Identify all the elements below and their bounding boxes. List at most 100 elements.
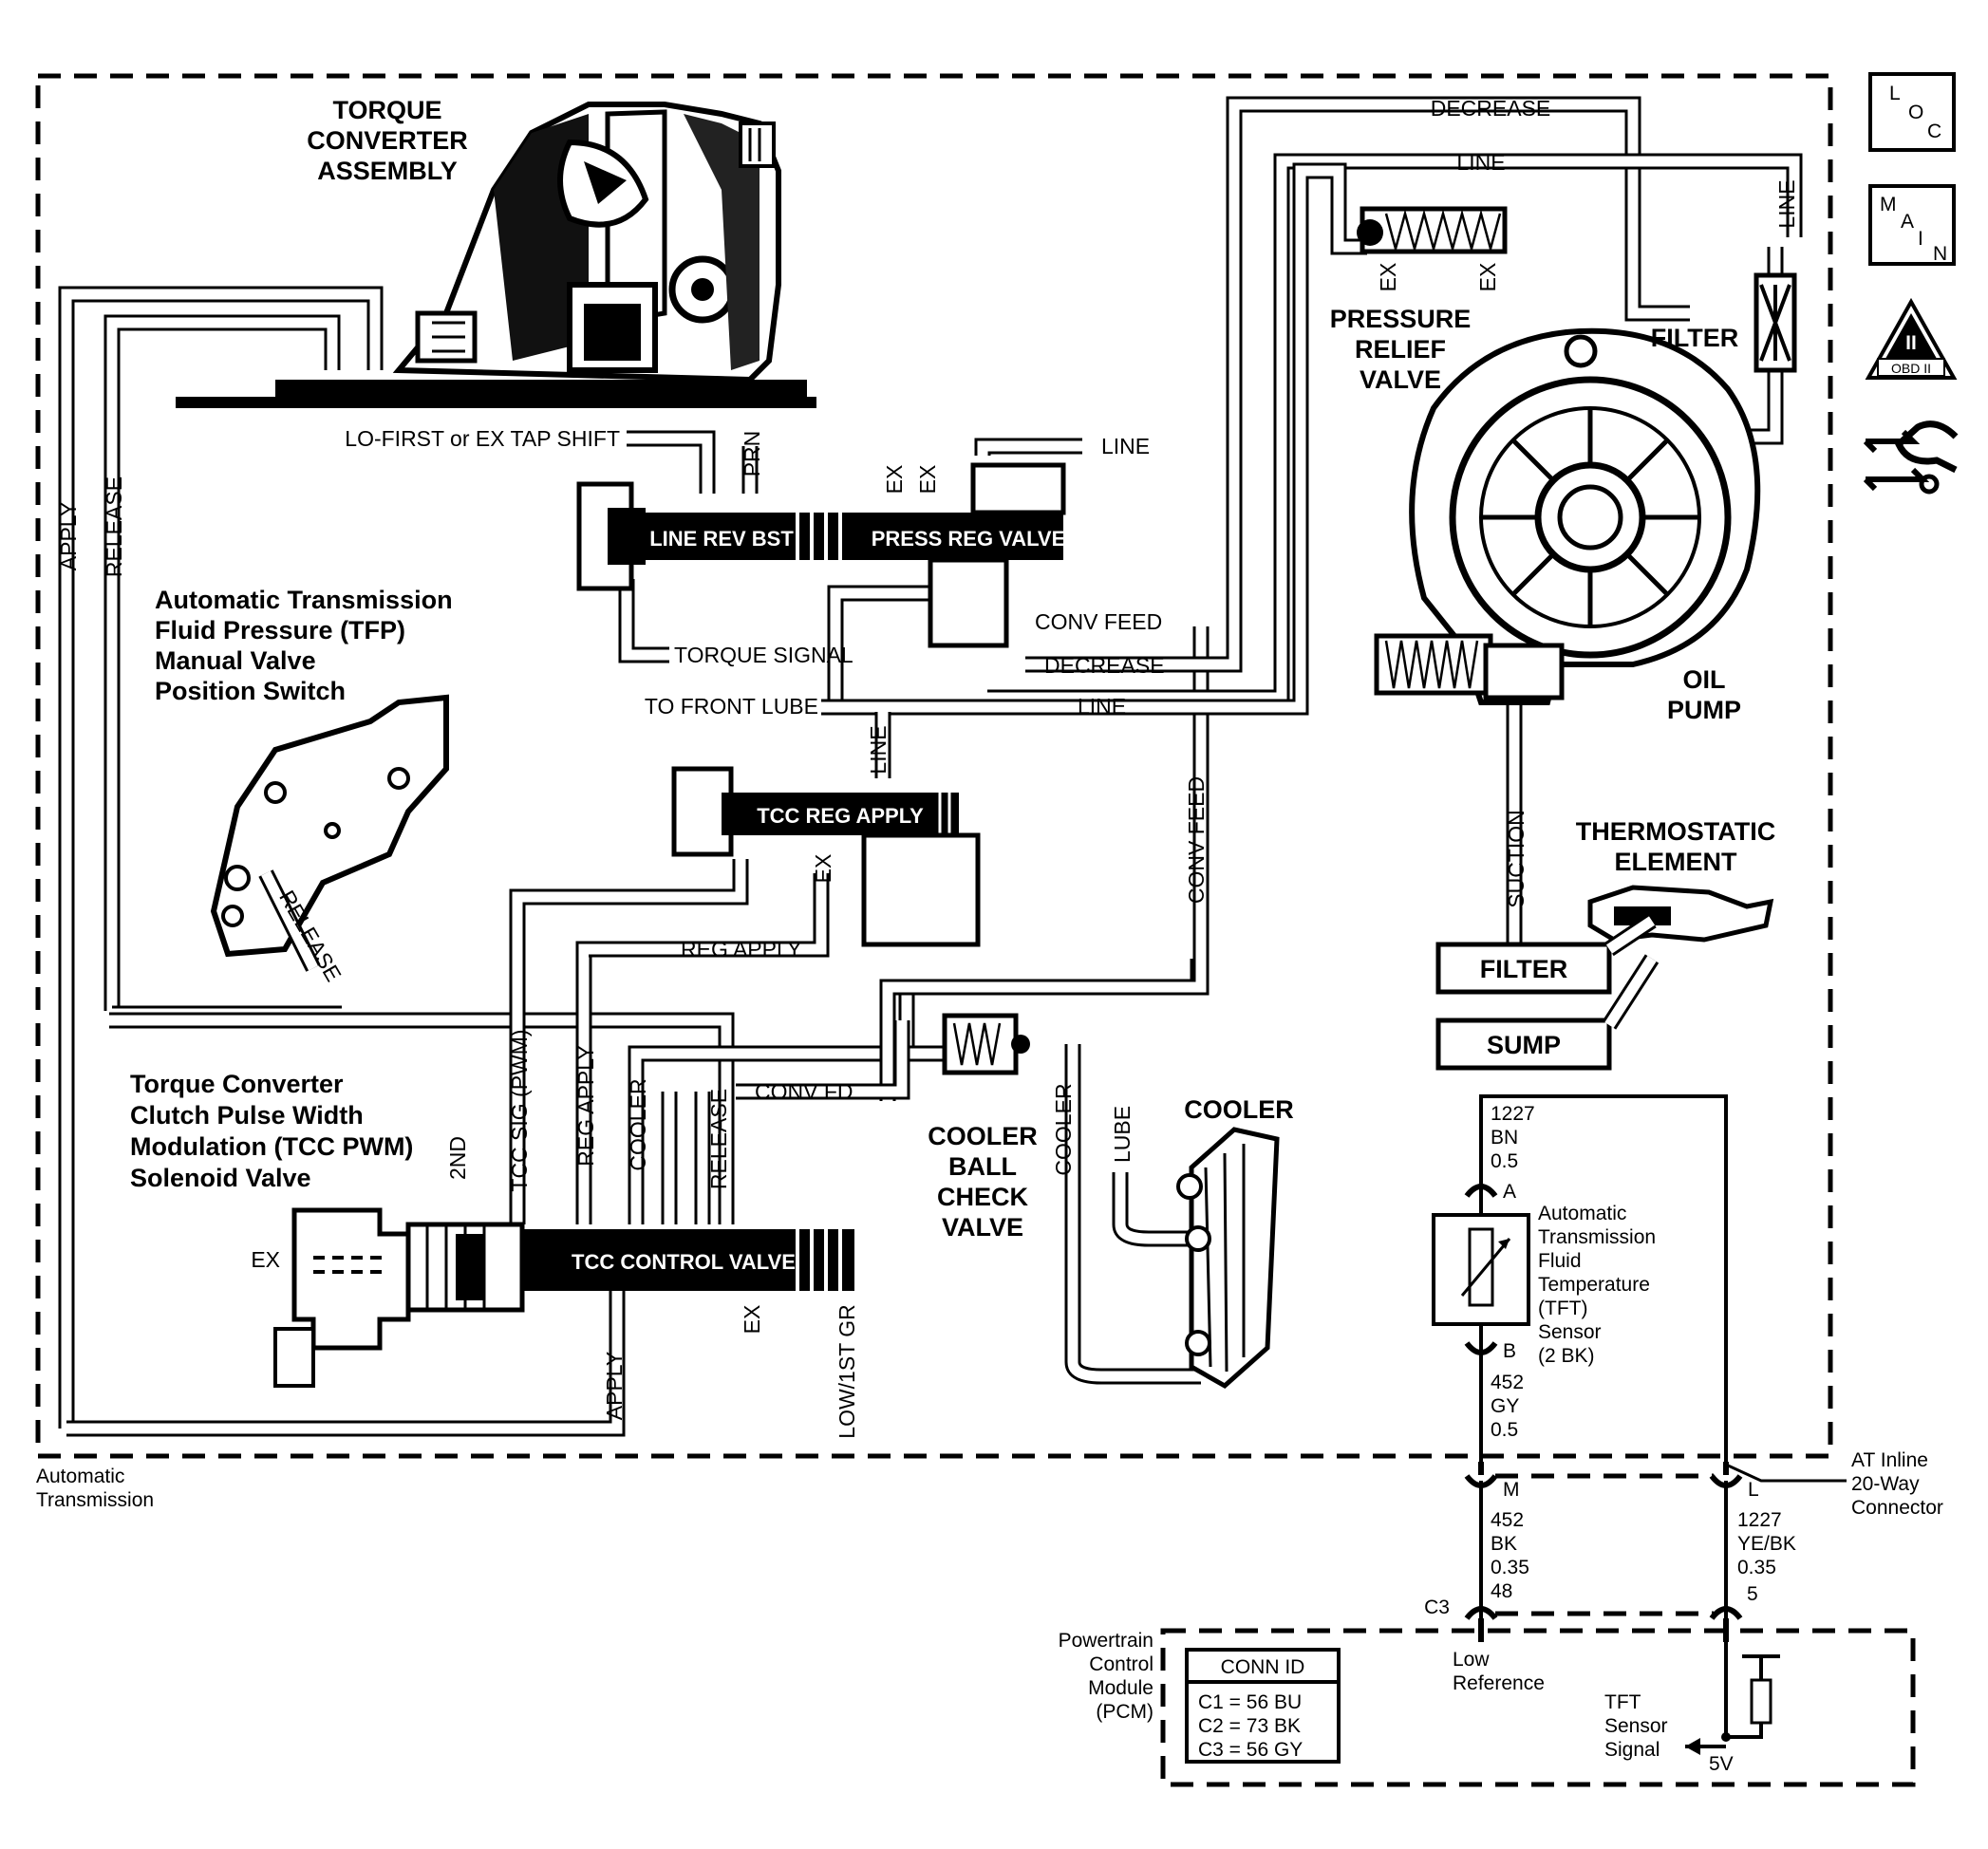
svg-text:A: A bbox=[1503, 1181, 1516, 1203]
svg-text:LUBE: LUBE bbox=[1110, 1106, 1135, 1163]
svg-text:C2 = 73 BK: C2 = 73 BK bbox=[1198, 1715, 1301, 1737]
svg-text:LINE: LINE bbox=[1078, 694, 1126, 719]
line-filter: FILTER bbox=[1651, 272, 1797, 373]
main-icon[interactable]: M A I N bbox=[1868, 184, 1956, 266]
svg-text:PRESS REG VALVE: PRESS REG VALVE bbox=[872, 527, 1066, 551]
tft-sensor-circuit bbox=[1160, 1094, 1916, 1787]
torque-converter-heading: TORQUE CONVERTER ASSEMBLY bbox=[307, 96, 468, 185]
svg-text:BALL: BALL bbox=[948, 1152, 1017, 1181]
svg-text:RELIEF: RELIEF bbox=[1355, 335, 1446, 364]
svg-text:M: M bbox=[1503, 1479, 1520, 1501]
passage-labels: DECREASE LINE LINE EX EX LO-FIRST or EX … bbox=[56, 96, 1799, 1439]
svg-text:I: I bbox=[1918, 228, 1923, 250]
svg-text:Low: Low bbox=[1453, 1649, 1490, 1671]
svg-text:COOLER: COOLER bbox=[1051, 1083, 1076, 1175]
svg-text:CONVERTER: CONVERTER bbox=[307, 126, 468, 155]
svg-text:Connector: Connector bbox=[1851, 1497, 1943, 1519]
svg-text:SUCTION: SUCTION bbox=[1504, 810, 1529, 908]
svg-text:LINE: LINE bbox=[1456, 150, 1505, 175]
svg-text:Transmission: Transmission bbox=[36, 1489, 154, 1511]
torque-converter-graphic bbox=[176, 102, 816, 408]
svg-text:Automatic Transmission: Automatic Transmission bbox=[155, 586, 453, 614]
svg-text:Manual Valve: Manual Valve bbox=[155, 646, 316, 675]
cooler-graphic: COOLER bbox=[1176, 1095, 1294, 1390]
svg-text:C: C bbox=[1927, 121, 1941, 142]
filter-box: FILTER bbox=[1435, 942, 1612, 995]
svg-text:M: M bbox=[1880, 194, 1897, 215]
svg-text:DECREASE: DECREASE bbox=[1431, 96, 1551, 121]
pressure-relief-heading: PRESSURE RELIEF VALVE bbox=[1330, 305, 1472, 394]
svg-text:C1 = 56 BU: C1 = 56 BU bbox=[1198, 1691, 1302, 1713]
svg-text:CONV FD: CONV FD bbox=[755, 1079, 853, 1104]
svg-text:LOW/1ST GR: LOW/1ST GR bbox=[835, 1304, 859, 1438]
svg-text:LO-FIRST or EX TAP SHIFT: LO-FIRST or EX TAP SHIFT bbox=[345, 426, 620, 451]
svg-text:BK: BK bbox=[1491, 1533, 1517, 1555]
svg-text:LINE: LINE bbox=[866, 725, 891, 774]
svg-text:(TFT): (TFT) bbox=[1538, 1298, 1587, 1319]
svg-text:TCC SIG (PWM): TCC SIG (PWM) bbox=[507, 1029, 532, 1191]
cooler-ball-check-valve: COOLER BALL CHECK VALVE bbox=[928, 1013, 1038, 1242]
tfp-switch-heading: Automatic Transmission Fluid Pressure (T… bbox=[155, 586, 453, 705]
svg-text:PRN: PRN bbox=[740, 431, 764, 477]
svg-text:A: A bbox=[1901, 211, 1914, 233]
svg-text:COOLER: COOLER bbox=[626, 1078, 650, 1170]
svg-text:Automatic: Automatic bbox=[1538, 1203, 1626, 1224]
connector-tool-icon[interactable] bbox=[1863, 420, 1959, 495]
svg-text:5V: 5V bbox=[1709, 1753, 1734, 1775]
thermostatic-element: THERMOSTATIC ELEMENT bbox=[1576, 817, 1775, 943]
svg-text:LINE: LINE bbox=[1101, 434, 1150, 458]
svg-text:Automatic: Automatic bbox=[36, 1466, 124, 1487]
svg-text:GY: GY bbox=[1491, 1395, 1519, 1417]
svg-text:0.5: 0.5 bbox=[1491, 1419, 1518, 1441]
svg-text:48: 48 bbox=[1491, 1580, 1512, 1602]
line-rev-bst-valve: LINE REV BST bbox=[576, 481, 883, 591]
svg-text:CONV FEED: CONV FEED bbox=[1035, 609, 1162, 634]
svg-text:O: O bbox=[1908, 102, 1923, 123]
transmission-boundary bbox=[35, 73, 1833, 1459]
svg-text:TO FRONT LUBE: TO FRONT LUBE bbox=[645, 694, 818, 719]
svg-text:Control: Control bbox=[1089, 1653, 1153, 1675]
svg-text:CONN ID: CONN ID bbox=[1221, 1656, 1305, 1678]
svg-text:TORQUE SIGNAL: TORQUE SIGNAL bbox=[674, 643, 853, 667]
svg-text:ASSEMBLY: ASSEMBLY bbox=[317, 157, 458, 185]
svg-text:COOLER: COOLER bbox=[1184, 1095, 1294, 1124]
svg-text:Solenoid Valve: Solenoid Valve bbox=[130, 1164, 311, 1192]
svg-text:YE/BK: YE/BK bbox=[1737, 1533, 1796, 1555]
svg-text:TFT: TFT bbox=[1604, 1691, 1641, 1713]
svg-text:Powertrain: Powertrain bbox=[1059, 1630, 1153, 1652]
tfp-switch-graphic bbox=[210, 694, 449, 972]
svg-text:TORQUE: TORQUE bbox=[332, 96, 441, 124]
svg-text:2ND: 2ND bbox=[445, 1136, 470, 1180]
svg-text:REG APPLY: REG APPLY bbox=[681, 937, 801, 962]
svg-text:Transmission: Transmission bbox=[1538, 1226, 1656, 1248]
svg-text:(2 BK): (2 BK) bbox=[1538, 1345, 1595, 1367]
obd-ii-icon[interactable]: II OBD II bbox=[1865, 297, 1958, 380]
oil-pump-graphic bbox=[1374, 327, 1761, 705]
svg-text:OBD II: OBD II bbox=[1891, 361, 1931, 376]
svg-text:CHECK: CHECK bbox=[937, 1183, 1029, 1211]
svg-text:1227: 1227 bbox=[1491, 1103, 1535, 1125]
svg-text:Temperature: Temperature bbox=[1538, 1274, 1650, 1296]
oil-pump-heading: OIL PUMP bbox=[1667, 665, 1741, 724]
svg-text:Torque Converter: Torque Converter bbox=[130, 1070, 344, 1098]
svg-text:Clutch Pulse Width: Clutch Pulse Width bbox=[130, 1101, 364, 1130]
tcc-pwm-heading: Torque Converter Clutch Pulse Width Modu… bbox=[130, 1070, 413, 1192]
svg-text:PUMP: PUMP bbox=[1667, 696, 1741, 724]
svg-text:452: 452 bbox=[1491, 1372, 1524, 1393]
svg-text:SUMP: SUMP bbox=[1487, 1031, 1561, 1059]
svg-text:ELEMENT: ELEMENT bbox=[1614, 848, 1737, 876]
sump-box: SUMP bbox=[1435, 913, 1660, 1071]
svg-text:Sensor: Sensor bbox=[1538, 1321, 1602, 1343]
svg-text:FILTER: FILTER bbox=[1651, 324, 1738, 352]
svg-text:CONV FEED: CONV FEED bbox=[1184, 776, 1209, 904]
tcc-reg-apply-valve: TCC REG APPLY bbox=[671, 766, 981, 947]
svg-text:1227: 1227 bbox=[1737, 1509, 1782, 1531]
loc-icon[interactable]: L O C bbox=[1868, 72, 1956, 152]
svg-text:Signal: Signal bbox=[1604, 1739, 1660, 1761]
svg-text:C3: C3 bbox=[1424, 1597, 1450, 1618]
svg-text:TCC REG APPLY: TCC REG APPLY bbox=[757, 804, 924, 828]
svg-text:TCC CONTROL VALVE: TCC CONTROL VALVE bbox=[572, 1250, 796, 1274]
svg-text:EX: EX bbox=[1376, 263, 1400, 292]
svg-text:L: L bbox=[1889, 83, 1901, 104]
